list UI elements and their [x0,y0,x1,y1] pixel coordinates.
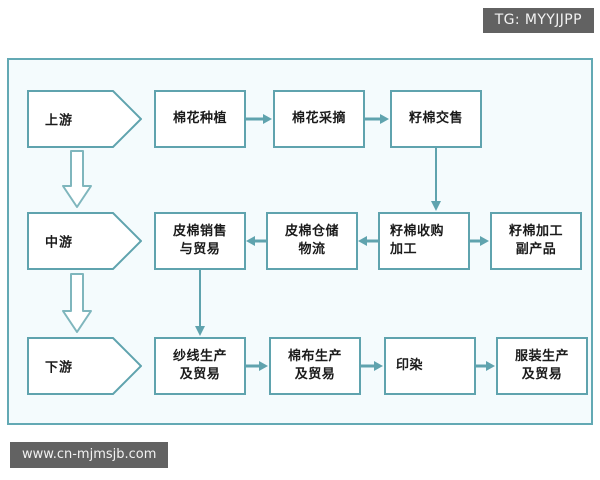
stage-upstream: 上游 [27,90,142,148]
stage-midstream-label: 中游 [45,235,74,251]
down-block-arrow-icon [62,273,92,333]
arrow-picking-to-sale [365,111,390,127]
arrow-purchase-to-byproducts [470,233,490,249]
node-label: 棉花种植 [172,111,227,126]
node-cotton-fabric-production-trade[interactable]: 棉布生产 及贸易 [269,337,361,395]
node-label: 棉布生产 及贸易 [287,349,342,382]
block-arrow-upstream-to-midstream [61,150,93,210]
node-label: 服装生产 及贸易 [514,349,569,382]
node-garment-production-trade[interactable]: 服装生产 及贸易 [496,337,588,395]
node-cotton-planting[interactable]: 棉花种植 [154,90,246,148]
node-label: 籽棉收购 加工 [390,224,445,257]
node-cotton-picking[interactable]: 棉花采摘 [273,90,365,148]
node-label: 棉花采摘 [291,111,346,126]
arrow-right-icon [470,236,489,246]
node-lint-sales-trade[interactable]: 皮棉销售 与贸易 [154,212,246,270]
arrow-down-icon [431,148,441,211]
arrow-purchase-to-storage [358,233,378,249]
arrow-fabric-to-dyeing [361,358,384,374]
url-watermark-tag: www.cn-mjmsjb.com [10,442,169,468]
arrow-down-icon [195,270,205,336]
tg-watermark-tag: TG: MYYJJPP [482,8,594,33]
stage-downstream: 下游 [27,337,142,395]
node-label: 皮棉销售 与贸易 [172,224,227,257]
down-block-arrow-icon [62,150,92,208]
arrow-right-icon [476,361,495,371]
block-arrow-midstream-to-downstream [61,273,93,335]
node-seed-cotton-purchase-processing[interactable]: 籽棉收购 加工 [378,212,470,270]
arrow-dyeing-to-garment [476,358,496,374]
arrow-planting-to-picking [246,111,273,127]
pentagon-shape-icon [27,337,142,395]
node-seed-cotton-sale[interactable]: 籽棉交售 [390,90,482,148]
arrow-sale-to-purchase-processing [428,148,444,212]
stage-midstream: 中游 [27,212,142,270]
node-label: 籽棉交售 [408,111,463,126]
node-label: 籽棉加工 副产品 [508,224,563,257]
arrow-left-icon [246,236,266,246]
arrow-right-icon [246,114,272,124]
arrow-lint-sales-to-yarn [192,270,208,337]
stage-upstream-label: 上游 [45,113,74,129]
pentagon-shape-icon [27,212,142,270]
arrow-right-icon [361,361,383,371]
node-printing-dyeing[interactable]: 印染 [384,337,476,395]
node-label: 皮棉仓储 物流 [284,224,339,257]
arrow-storage-to-lint-sales [246,233,266,249]
node-lint-storage-logistics[interactable]: 皮棉仓储 物流 [266,212,358,270]
arrow-yarn-to-fabric [246,358,269,374]
node-yarn-production-trade[interactable]: 纱线生产 及贸易 [154,337,246,395]
arrow-right-icon [246,361,268,371]
stage-downstream-label: 下游 [45,360,74,376]
pentagon-shape-icon [27,90,142,148]
arrow-left-icon [358,236,378,246]
industry-chain-diagram: 上游 中游 下游 棉花种植 棉花采摘 籽棉交售 [7,58,593,425]
node-seed-cotton-byproducts[interactable]: 籽棉加工 副产品 [490,212,582,270]
node-label: 印染 [396,358,424,373]
arrow-right-icon [365,114,389,124]
node-label: 纱线生产 及贸易 [172,349,227,382]
